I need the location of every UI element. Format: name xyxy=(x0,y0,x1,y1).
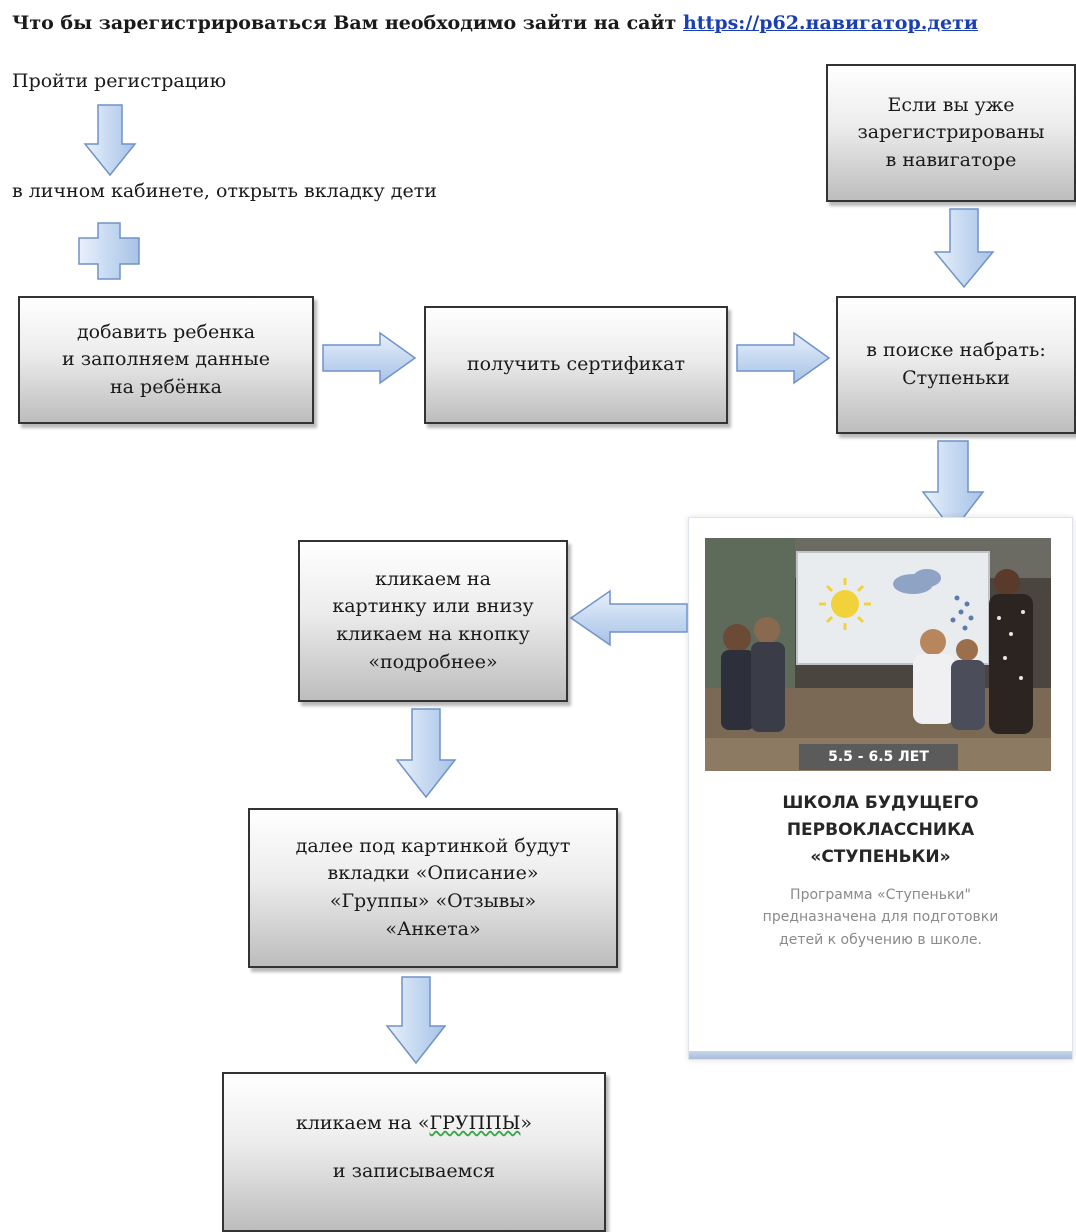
box-certificate-text: получить сертификат xyxy=(467,353,685,376)
arrow-right-icon xyxy=(322,331,417,385)
step-register: Пройти регистрацию xyxy=(12,70,227,92)
box-already-registered: Если вы уже зарегистрированы в навигатор… xyxy=(826,64,1076,202)
box-groups: кликаем на «ГРУППЫ» и записываемся xyxy=(222,1072,606,1232)
box-tabs-text: далее под картинкой будут вкладки «Описа… xyxy=(295,834,571,940)
arrow-down-icon xyxy=(933,208,995,289)
arrow-left-icon xyxy=(569,589,688,647)
box-add-child: добавить ребенка и заполняем данные на р… xyxy=(18,296,314,424)
program-title[interactable]: ШКОЛА БУДУЩЕГО ПЕРВОКЛАССНИКА «СТУПЕНЬКИ… xyxy=(782,793,979,868)
program-photo[interactable]: 5.5 - 6.5 ЛЕТ xyxy=(705,538,1051,771)
program-card[interactable]: 5.5 - 6.5 ЛЕТ ШКОЛА БУДУЩЕГО ПЕРВОКЛАССН… xyxy=(688,517,1073,1060)
box-click-picture: кликаем на картинку или внизу кликаем на… xyxy=(298,540,568,702)
arrow-down-icon xyxy=(395,708,457,799)
arrow-down-icon xyxy=(921,440,985,533)
age-badge: 5.5 - 6.5 ЛЕТ xyxy=(799,744,958,770)
step-cabinet: в личном кабинете, открыть вкладку дети xyxy=(12,180,437,202)
title-text: Что бы зарегистрироваться Вам необходимо… xyxy=(12,12,683,34)
enroll-line: и записываемся xyxy=(332,1159,496,1182)
navigator-link[interactable]: https://р62.навигатор.дети xyxy=(682,12,978,34)
arrow-right-icon xyxy=(736,331,831,385)
box-search-text: в поиске набрать: Ступеньки xyxy=(866,339,1046,389)
arrow-down-icon xyxy=(83,104,137,177)
box-add-child-text: добавить ребенка и заполняем данные на р… xyxy=(62,320,270,398)
box-tabs: далее под картинкой будут вкладки «Описа… xyxy=(248,808,618,968)
program-description: Программа «Ступеньки" предназначена для … xyxy=(762,887,999,948)
page-title: Что бы зарегистрироваться Вам необходимо… xyxy=(12,12,978,34)
box-click-picture-text: кликаем на картинку или внизу кликаем на… xyxy=(332,567,534,673)
groups-word: ГРУППЫ xyxy=(429,1112,521,1134)
box-search: в поиске набрать: Ступеньки xyxy=(836,296,1076,434)
card-bottom-bar xyxy=(689,1051,1072,1059)
groups-line: кликаем на «ГРУППЫ» xyxy=(295,1112,533,1134)
box-already-registered-text: Если вы уже зарегистрированы в навигатор… xyxy=(857,93,1045,171)
box-certificate: получить сертификат xyxy=(424,306,728,424)
cross-arrow-icon xyxy=(78,222,140,280)
arrow-down-icon xyxy=(385,976,447,1065)
classroom-photo-icon xyxy=(705,538,1051,771)
